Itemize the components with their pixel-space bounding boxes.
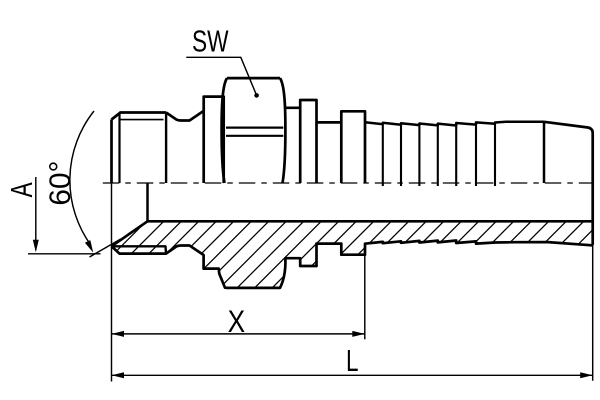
svg-text:X: X (228, 303, 246, 339)
svg-text:SW: SW (192, 25, 229, 59)
svg-text:L: L (346, 344, 359, 378)
svg-text:A: A (5, 182, 39, 197)
svg-text:60°: 60° (44, 161, 77, 206)
